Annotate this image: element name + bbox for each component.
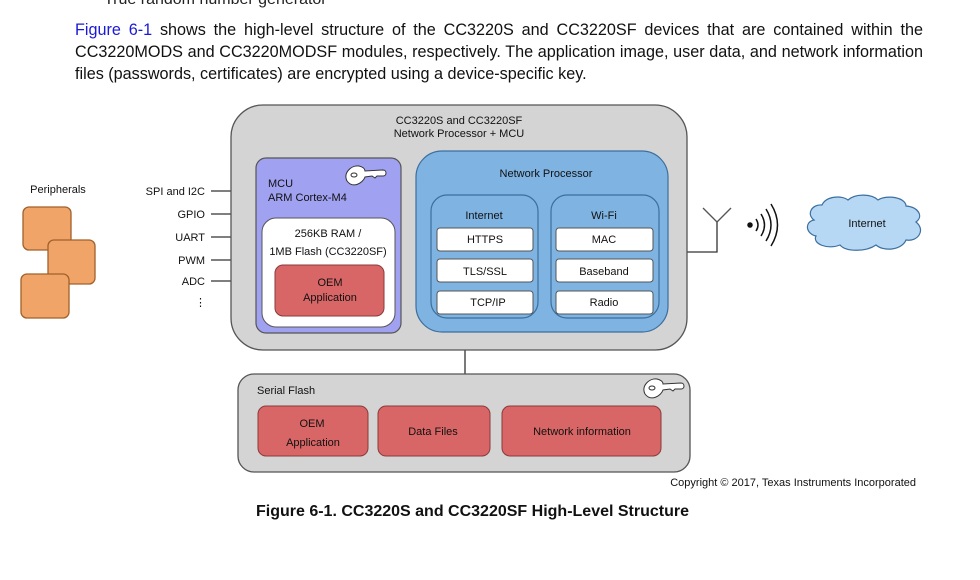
tls-box [436,258,534,283]
wifi-stack-box [550,194,660,319]
key-icon [345,165,387,186]
memory-ram: 256KB RAM / [295,228,363,240]
device-title: CC3220S and CC3220SF [396,115,523,127]
peripherals-icon [20,206,96,319]
cut-off-text-line: True random number generator [104,0,327,10]
data-files-box [377,405,491,457]
flash-oem-label-1: OEM [299,418,324,430]
baseband-label: Baseband [579,266,629,278]
tcpip-label: TCP/IP [470,297,505,309]
radio-box [555,290,654,315]
figure-link[interactable]: Figure 6-1 [75,21,153,39]
radio-label: Radio [590,297,619,309]
internet-title: Internet [465,210,502,222]
oem-app-box [274,264,385,317]
data-files-label: Data Files [408,426,458,438]
figure-caption: Figure 6-1. CC3220S and CC3220SF High-Le… [255,503,689,520]
interface-more: ⋮ [195,297,206,309]
network-processor-title: Network Processor [500,168,593,180]
network-info-label: Network information [533,426,631,438]
mcu-core: ARM Cortex-M4 [268,192,347,204]
key-icon [643,378,685,399]
mac-label: MAC [592,234,617,246]
flash-oem-app-box [257,405,369,457]
serial-flash-title: Serial Flash [257,385,315,397]
tls-label: TLS/SSL [463,266,507,278]
antenna-icon [702,207,732,223]
wifi-title: Wi-Fi [591,210,617,222]
internet-cloud-icon [806,194,921,251]
baseband-box [555,258,654,283]
interface-label: GPIO [177,209,205,221]
wireless-signal-icon [747,203,779,247]
oem-app-label-2: Application [303,292,357,304]
interface-label: PWM [178,255,205,267]
internet-cloud-label: Internet [848,218,885,230]
connector-lines [211,190,718,374]
oem-app-label-1: OEM [317,277,342,289]
mac-box [555,227,654,252]
mcu-title: MCU [268,178,293,190]
copyright-notice: Copyright © 2017, Texas Instruments Inco… [670,477,916,489]
network-info-box [501,405,662,457]
tcpip-box [436,290,534,315]
paragraph-text: shows the high-level structure of the CC… [75,21,923,83]
body-paragraph: Figure 6-1 shows the high-level structur… [75,19,923,85]
interface-label: SPI and I2C [146,186,205,198]
device-subtitle: Network Processor + MCU [394,128,525,140]
internet-stack-box [430,194,539,319]
https-box [436,227,534,252]
peripherals-label: Peripherals [30,184,86,196]
flash-oem-label-2: Application [286,437,340,449]
interface-label: UART [175,232,205,244]
memory-flash: 1MB Flash (CC3220SF) [269,246,386,258]
https-label: HTTPS [467,234,503,246]
interface-label: ADC [182,276,205,288]
